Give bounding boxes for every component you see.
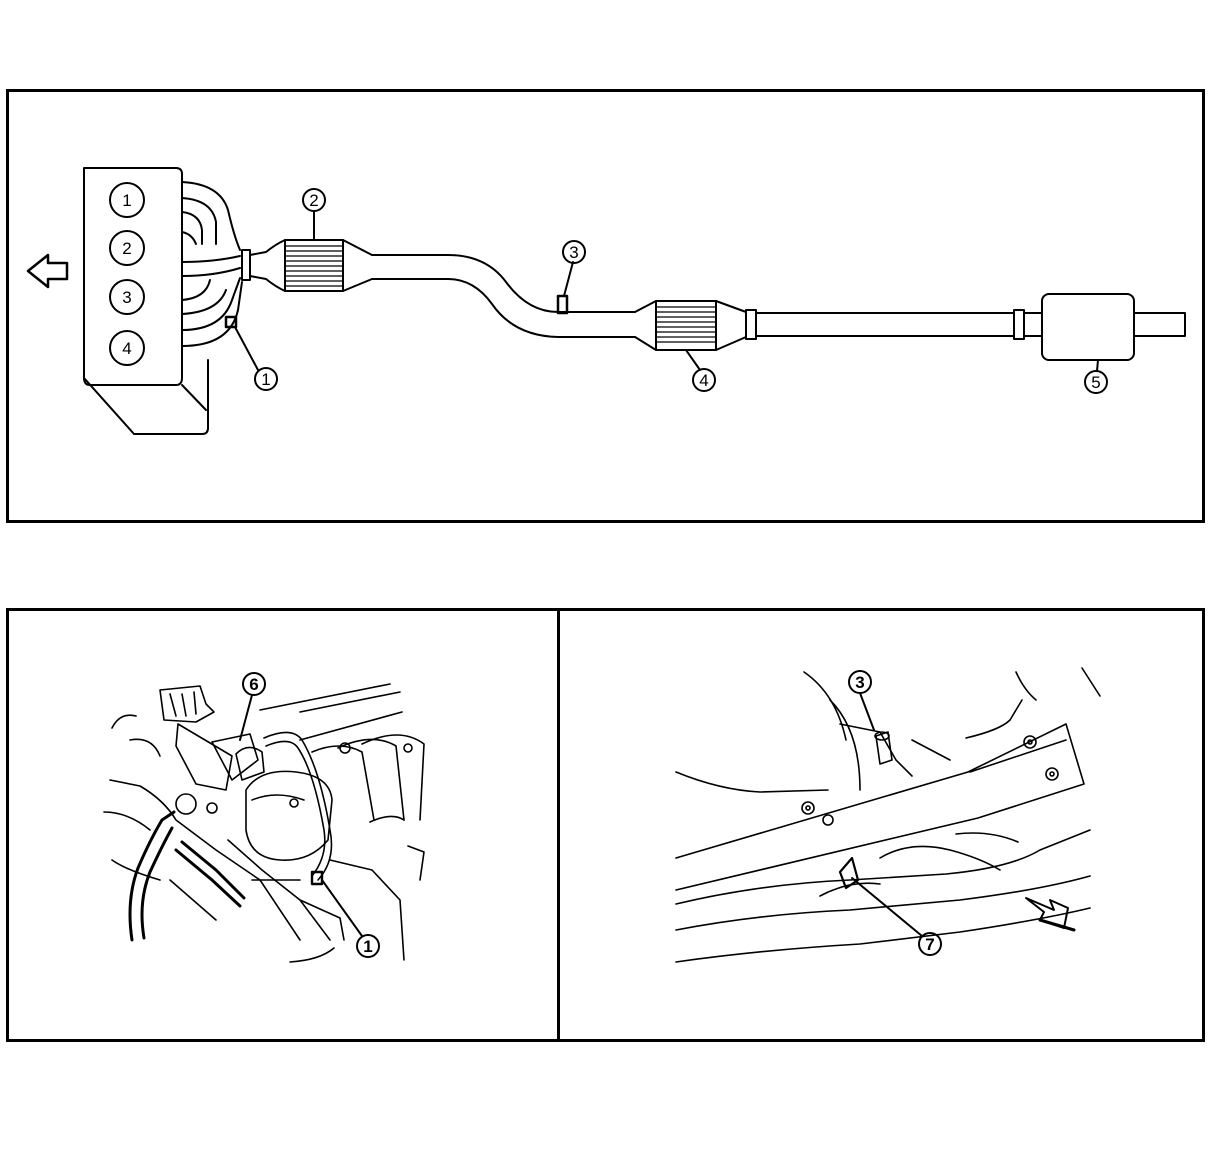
- svg-text:6: 6: [249, 675, 258, 694]
- svg-text:5: 5: [1091, 373, 1100, 392]
- front-direction-arrow-icon-small: [1025, 897, 1076, 932]
- engine-bay-illustration: [103, 683, 425, 963]
- main-muffler: [1041, 293, 1186, 361]
- underbody-illustration: [675, 667, 1101, 963]
- svg-text:3: 3: [855, 673, 864, 692]
- svg-text:2: 2: [122, 239, 131, 258]
- svg-text:3: 3: [122, 288, 131, 307]
- front-direction-arrow-icon: [26, 253, 69, 289]
- svg-text:1: 1: [261, 370, 270, 389]
- callout-5: 5: [1084, 359, 1108, 394]
- front-pipe: [249, 239, 286, 292]
- svg-text:3: 3: [569, 243, 578, 262]
- callout-1-detail: 1: [321, 879, 380, 958]
- panel-divider: [557, 611, 560, 1039]
- catalytic-converter-front: [284, 239, 373, 292]
- cylinder-1: 1: [109, 182, 145, 218]
- svg-text:2: 2: [309, 191, 318, 210]
- svg-text:1: 1: [122, 191, 131, 210]
- rear-pipe: [755, 309, 1043, 340]
- callout-1: 1: [234, 326, 278, 391]
- callout-3-detail: 3: [848, 670, 875, 731]
- cylinder-2: 2: [109, 230, 145, 266]
- svg-text:7: 7: [925, 935, 934, 954]
- cylinder-4: 4: [109, 330, 145, 366]
- engine-block: [83, 167, 209, 435]
- center-pipe: [371, 254, 636, 338]
- callout-6: 6: [239, 672, 266, 741]
- callout-3: 3: [562, 240, 586, 297]
- sensor-detail-panel: [6, 608, 1205, 1042]
- callout-4: 4: [685, 349, 716, 392]
- exhaust-manifold: [181, 181, 251, 347]
- svg-text:4: 4: [699, 371, 708, 390]
- exhaust-layout-panel: [6, 89, 1205, 523]
- heated-oxygen-sensor-2: [556, 294, 569, 315]
- callout-7: 7: [851, 877, 942, 956]
- svg-text:1: 1: [363, 937, 372, 956]
- catalytic-converter-rear: [634, 300, 757, 351]
- callout-2: 2: [302, 188, 326, 241]
- svg-text:4: 4: [122, 339, 131, 358]
- cylinder-3: 3: [109, 279, 145, 315]
- air-fuel-ratio-sensor-1: [224, 315, 238, 329]
